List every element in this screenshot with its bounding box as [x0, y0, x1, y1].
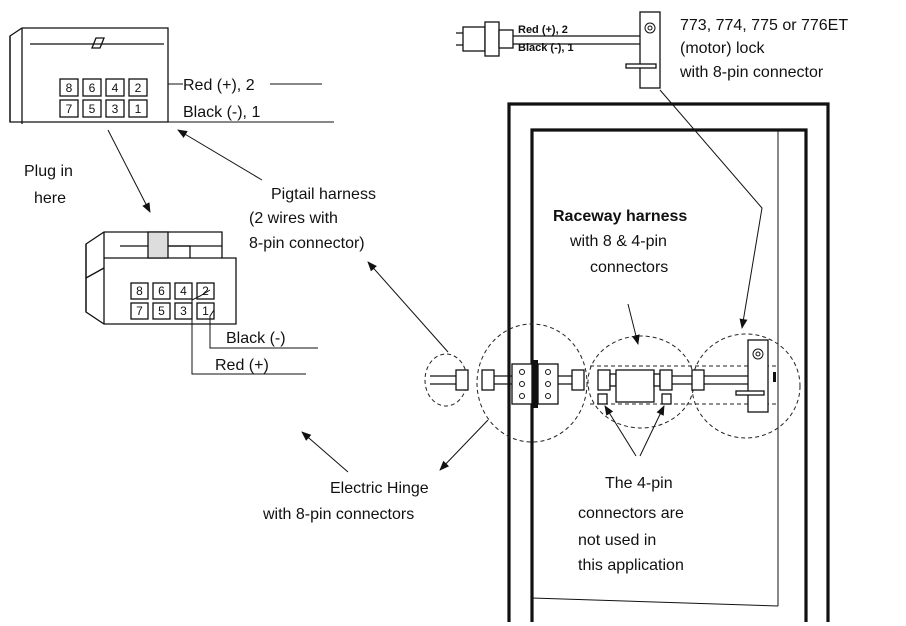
pin-label: 2 [202, 284, 209, 298]
plug-in-label-line2: here [34, 190, 66, 207]
hinge-arrow-left [301, 431, 349, 473]
pin-label: 1 [135, 102, 142, 116]
mid-wire-red-label: Red (+) [215, 357, 269, 374]
pigtail-arrow-top [177, 129, 263, 181]
pigtail-label-line1: Pigtail harness [271, 186, 376, 203]
four-pin-arrow-right [639, 405, 665, 457]
lock-body [625, 11, 661, 89]
harness-assembly [424, 323, 801, 443]
lock-wire-black-label: Black (-), 1 [518, 42, 574, 54]
four-pin-arrow-left [604, 405, 637, 457]
pin-label: 5 [158, 304, 165, 318]
lock-wire-red-label: Red (+), 2 [518, 24, 568, 36]
pin-label: 7 [136, 304, 143, 318]
four-pin-note-line4: this application [578, 557, 684, 574]
pin-label: 8 [66, 81, 73, 95]
pin-label: 3 [112, 102, 119, 116]
door-frame [507, 102, 830, 622]
pigtail-label-line3: 8-pin connector) [249, 235, 365, 252]
lock-label-line1: 773, 774, 775 or 776ET [680, 17, 848, 34]
pin-label: 7 [66, 102, 73, 116]
pin-label: 8 [136, 284, 143, 298]
top-wire-black-label: Black (-), 1 [183, 104, 260, 121]
four-pin-note-line2: connectors are [578, 505, 684, 522]
raceway-desc-line1: with 8 & 4-pin [569, 233, 667, 250]
four-pin-note-line1: The 4-pin [605, 475, 673, 492]
mid-wire-black-label: Black (-) [226, 330, 286, 347]
raceway-desc-line2: connectors [590, 259, 668, 276]
lock-connector [456, 21, 640, 57]
pigtail-arrow-bottom [367, 261, 449, 353]
pin-label: 6 [158, 284, 165, 298]
lock-label-line2: (motor) lock [680, 40, 765, 57]
mid-8pin-connector: 8 6 4 2 7 5 3 1 [85, 231, 237, 325]
raceway-title: Raceway harness [553, 208, 687, 225]
plug-in-arrow [107, 129, 151, 213]
hinge-label-line1: Electric Hinge [330, 480, 429, 497]
hinge-arrow-right [439, 419, 489, 471]
raceway-arrow [627, 303, 640, 345]
lock-label-line3: with 8-pin connector [679, 64, 824, 81]
pin-label: 4 [112, 81, 119, 95]
pin-label: 4 [180, 284, 187, 298]
four-pin-note-line3: not used in [578, 532, 656, 549]
top-wire-red-label: Red (+), 2 [183, 77, 255, 94]
top-8pin-connector: 8 6 4 2 7 5 3 1 [9, 27, 169, 124]
plug-in-label-line1: Plug in [24, 163, 73, 180]
pin-label: 3 [180, 304, 187, 318]
pin-label: 5 [89, 102, 96, 116]
hinge-label-line2: with 8-pin connectors [262, 506, 414, 523]
pin-label: 6 [89, 81, 96, 95]
pin-label: 2 [135, 81, 142, 95]
pigtail-label-line2: (2 wires with [249, 210, 338, 227]
pin-label: 1 [202, 304, 209, 318]
